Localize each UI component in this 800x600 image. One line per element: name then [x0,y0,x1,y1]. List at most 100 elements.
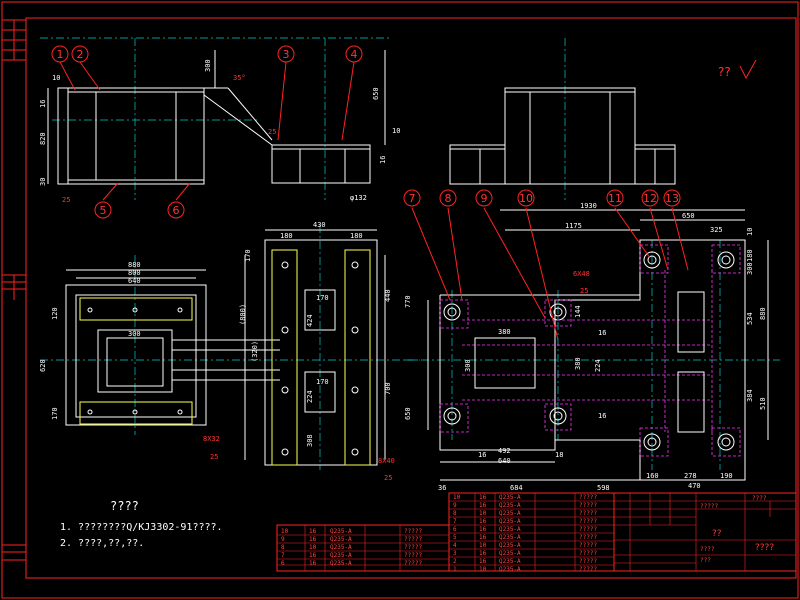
svg-text:6: 6 [173,204,180,217]
bom-main-rem: ????? [579,526,597,533]
rp-dim-190: 190 [720,472,733,480]
balloon-13: 13 [663,189,681,207]
rp-dim-510: 510 [759,397,767,410]
rp-dim-1930: 1930 [580,202,597,210]
bom-main-qty: 10 [479,566,487,573]
bom-left-no: 9 [281,536,285,543]
bom-main-rem: ????? [579,542,597,549]
bom-left-no: 8 [281,544,285,551]
bom-left-rem: ????? [404,560,422,567]
plan-view-left [40,255,420,435]
rp-dim-16c: 16 [478,451,486,459]
rp-dim-300: 300 [746,262,754,275]
svg-text:5: 5 [100,204,107,217]
plan-view-right [405,209,780,481]
dim-16b: 16 [379,156,387,164]
lp-dim-300: 300 [128,330,141,338]
bom-main-mat: Q235-A [499,566,521,573]
lp-weld-25: 25 [210,453,218,461]
bom-main-qty: 16 [479,494,487,501]
bom-left-rem: ????? [404,536,422,543]
svg-text:13: 13 [665,192,679,205]
title-cell-3: ???? [700,546,715,553]
rp-dim-470: 470 [688,482,701,490]
rp-dim-380b: 380 [574,357,582,370]
side-view-right [449,38,676,200]
bom-main-rem: ????? [579,502,597,509]
title-block-name: ?? [712,529,722,539]
bom-main-mat: Q235-A [499,510,521,517]
rp-dim-224: 224 [594,359,602,372]
bom-main-no: 7 [453,518,457,525]
balloon-leaders [59,61,689,341]
inner-frame [25,17,797,579]
dim-10: 10 [52,74,60,82]
svg-text:9: 9 [481,192,488,205]
bom-main-qty: 10 [479,542,487,549]
bom-main-no: 9 [453,502,457,509]
mp-dim-800: (800) [239,304,247,325]
title-cell-2: ???? [752,495,767,502]
mp-dim-320: (320) [251,341,259,362]
bom-table-main [448,492,615,572]
left-margin-strips [2,19,26,561]
rp-dim-300b: 300 [464,359,472,372]
mp-dim-170b: 170 [316,294,329,302]
rp-dim-6x48: 6X48 [573,270,590,278]
svg-text:1: 1 [57,48,64,61]
balloon-12: 12 [641,189,659,207]
rp-dim-380: 380 [498,328,511,336]
bom-left-mat: Q235-A [330,528,352,535]
svg-text:7: 7 [409,192,416,205]
bom-main-no: 5 [453,534,457,541]
dim-30: 30 [39,178,47,186]
front-view-left [40,37,390,200]
bom-main-rem: ????? [579,566,597,573]
mp-dim-430: 430 [313,221,326,229]
note-2: 2. ????,??,??. [60,538,144,549]
rp-dim-492: 492 [498,447,511,455]
title-cell-1: ????? [700,503,718,510]
lp-dim-170: 170 [51,407,59,420]
rp-dim-598: 598 [597,484,610,492]
bom-main-qty: 16 [479,558,487,565]
bom-main-mat: Q235-A [499,558,521,565]
dim-650: 650 [372,87,380,100]
bom-main-qty: 16 [479,534,487,541]
bom-main-mat: Q235-A [499,494,521,501]
bom-main-rem: ????? [579,534,597,541]
bom-main-rem: ????? [579,510,597,517]
note-1: 1. ????????Q/KJ3302-91????. [60,522,223,533]
dim-10b: 10 [392,127,400,135]
bom-main-rem: ????? [579,518,597,525]
bom-table-left [276,524,450,572]
title-block [613,492,797,572]
title-cell-4: ??? [700,557,711,564]
rp-dim-534: 534 [746,312,754,325]
notes-title: ???? [110,499,139,513]
bom-left-mat: Q235-A [330,536,352,543]
lp-dim-620: 620 [39,359,47,372]
rp-dim-144: 144 [574,305,582,318]
balloon-8: 8 [439,189,457,207]
bom-main-rem: ????? [579,494,597,501]
angle-35: 35° [233,74,246,82]
rp-dim-880: 880 [759,307,767,320]
weld-25a: 25 [62,196,70,204]
bom-main-rem: ????? [579,558,597,565]
svg-text:3: 3 [283,48,290,61]
mp-weld-25: 25 [384,474,392,482]
rp-dim-650: 650 [682,212,695,220]
balloon-2: 2 [71,45,89,63]
bom-main-no: 4 [453,542,457,549]
lp-dim-640: 640 [128,277,141,285]
bom-left-qty: 16 [309,552,317,559]
balloon-9: 9 [475,189,493,207]
balloon-6: 6 [167,201,185,219]
svg-text:4: 4 [351,48,358,61]
rp-dim-36: 36 [438,484,446,492]
rp-dim-1175: 1175 [565,222,582,230]
lp-dim-800: 800 [128,269,141,277]
bom-main-rem: ????? [579,550,597,557]
